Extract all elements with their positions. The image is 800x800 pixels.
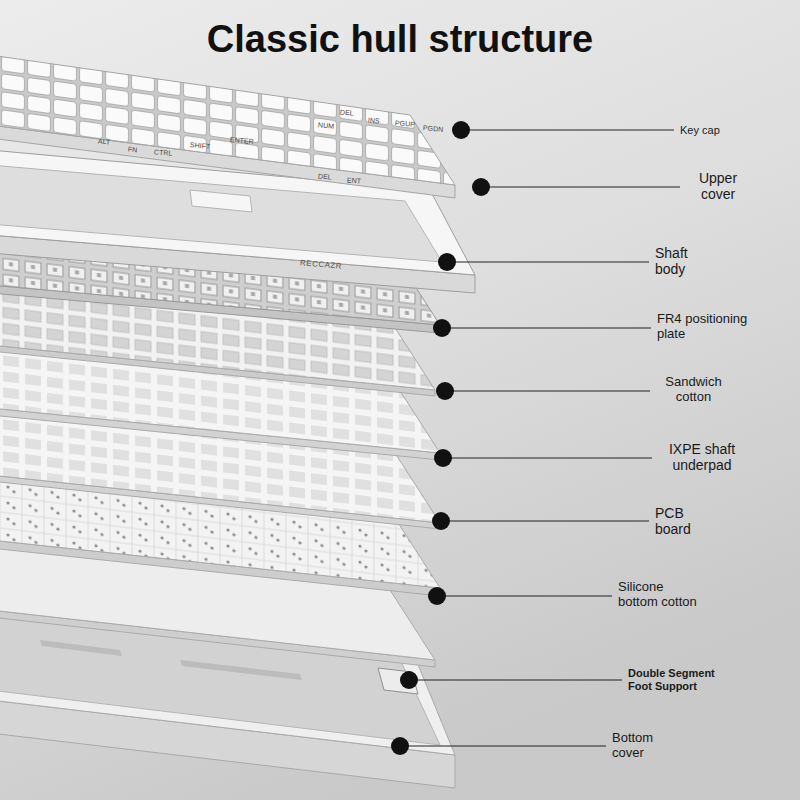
leader-dot	[452, 121, 470, 139]
leader-line	[441, 520, 649, 521]
keycap-face	[0, 55, 455, 185]
leader-line	[437, 595, 612, 596]
leader-lines	[400, 130, 680, 746]
part-label: Double Segment Foot Support	[628, 667, 733, 692]
foot-support	[378, 668, 418, 694]
part-label: Key cap	[680, 124, 740, 137]
leader-line	[443, 457, 652, 458]
leader-dot	[428, 587, 446, 605]
key-legend: CTRL	[154, 148, 173, 158]
key-legend: NUM	[318, 121, 335, 130]
leader-dots	[391, 121, 490, 755]
key-legend: ENT	[347, 176, 362, 185]
leader-line	[461, 129, 674, 130]
leader-dot	[436, 382, 454, 400]
part-label: Sandwich cotton	[656, 375, 731, 405]
leader-dot	[400, 671, 418, 689]
part-label: Bottom cover	[612, 731, 672, 761]
leader-line	[400, 745, 606, 746]
key-legend: SHIFT	[190, 141, 211, 151]
tray-rib	[40, 640, 122, 656]
leader-dot	[432, 512, 450, 530]
key-legend: PGDN	[423, 124, 444, 134]
leader-dot	[433, 319, 451, 337]
leader-line	[447, 261, 649, 262]
keycap-layer	[0, 55, 455, 198]
leader-line	[481, 186, 680, 187]
leader-line	[409, 679, 622, 680]
part-label: IXPE shaft underpad	[658, 441, 746, 473]
part-label: PCB board	[655, 505, 705, 537]
frame-bridge	[190, 190, 252, 212]
key-legend: ALT	[98, 137, 111, 146]
key-legend: DEL	[318, 172, 332, 181]
key-legend: FN	[128, 146, 138, 155]
part-label: Shaft body	[655, 245, 710, 277]
part-label: FR4 positioning plate	[657, 312, 777, 342]
leader-dot	[438, 253, 456, 271]
part-label: Silicone bottom cotton	[618, 580, 704, 610]
tray-rib	[180, 660, 302, 680]
leader-line	[445, 390, 650, 391]
key-legend: PGUP	[395, 119, 415, 129]
leader-dot	[472, 178, 490, 196]
leader-dot	[391, 737, 409, 755]
part-label: Upper cover	[686, 170, 750, 202]
leader-line	[442, 327, 651, 328]
key-legend: INS	[368, 117, 380, 126]
leader-dot	[434, 449, 452, 467]
title: Classic hull structure	[207, 18, 593, 62]
key-legend: DEL	[340, 108, 354, 117]
